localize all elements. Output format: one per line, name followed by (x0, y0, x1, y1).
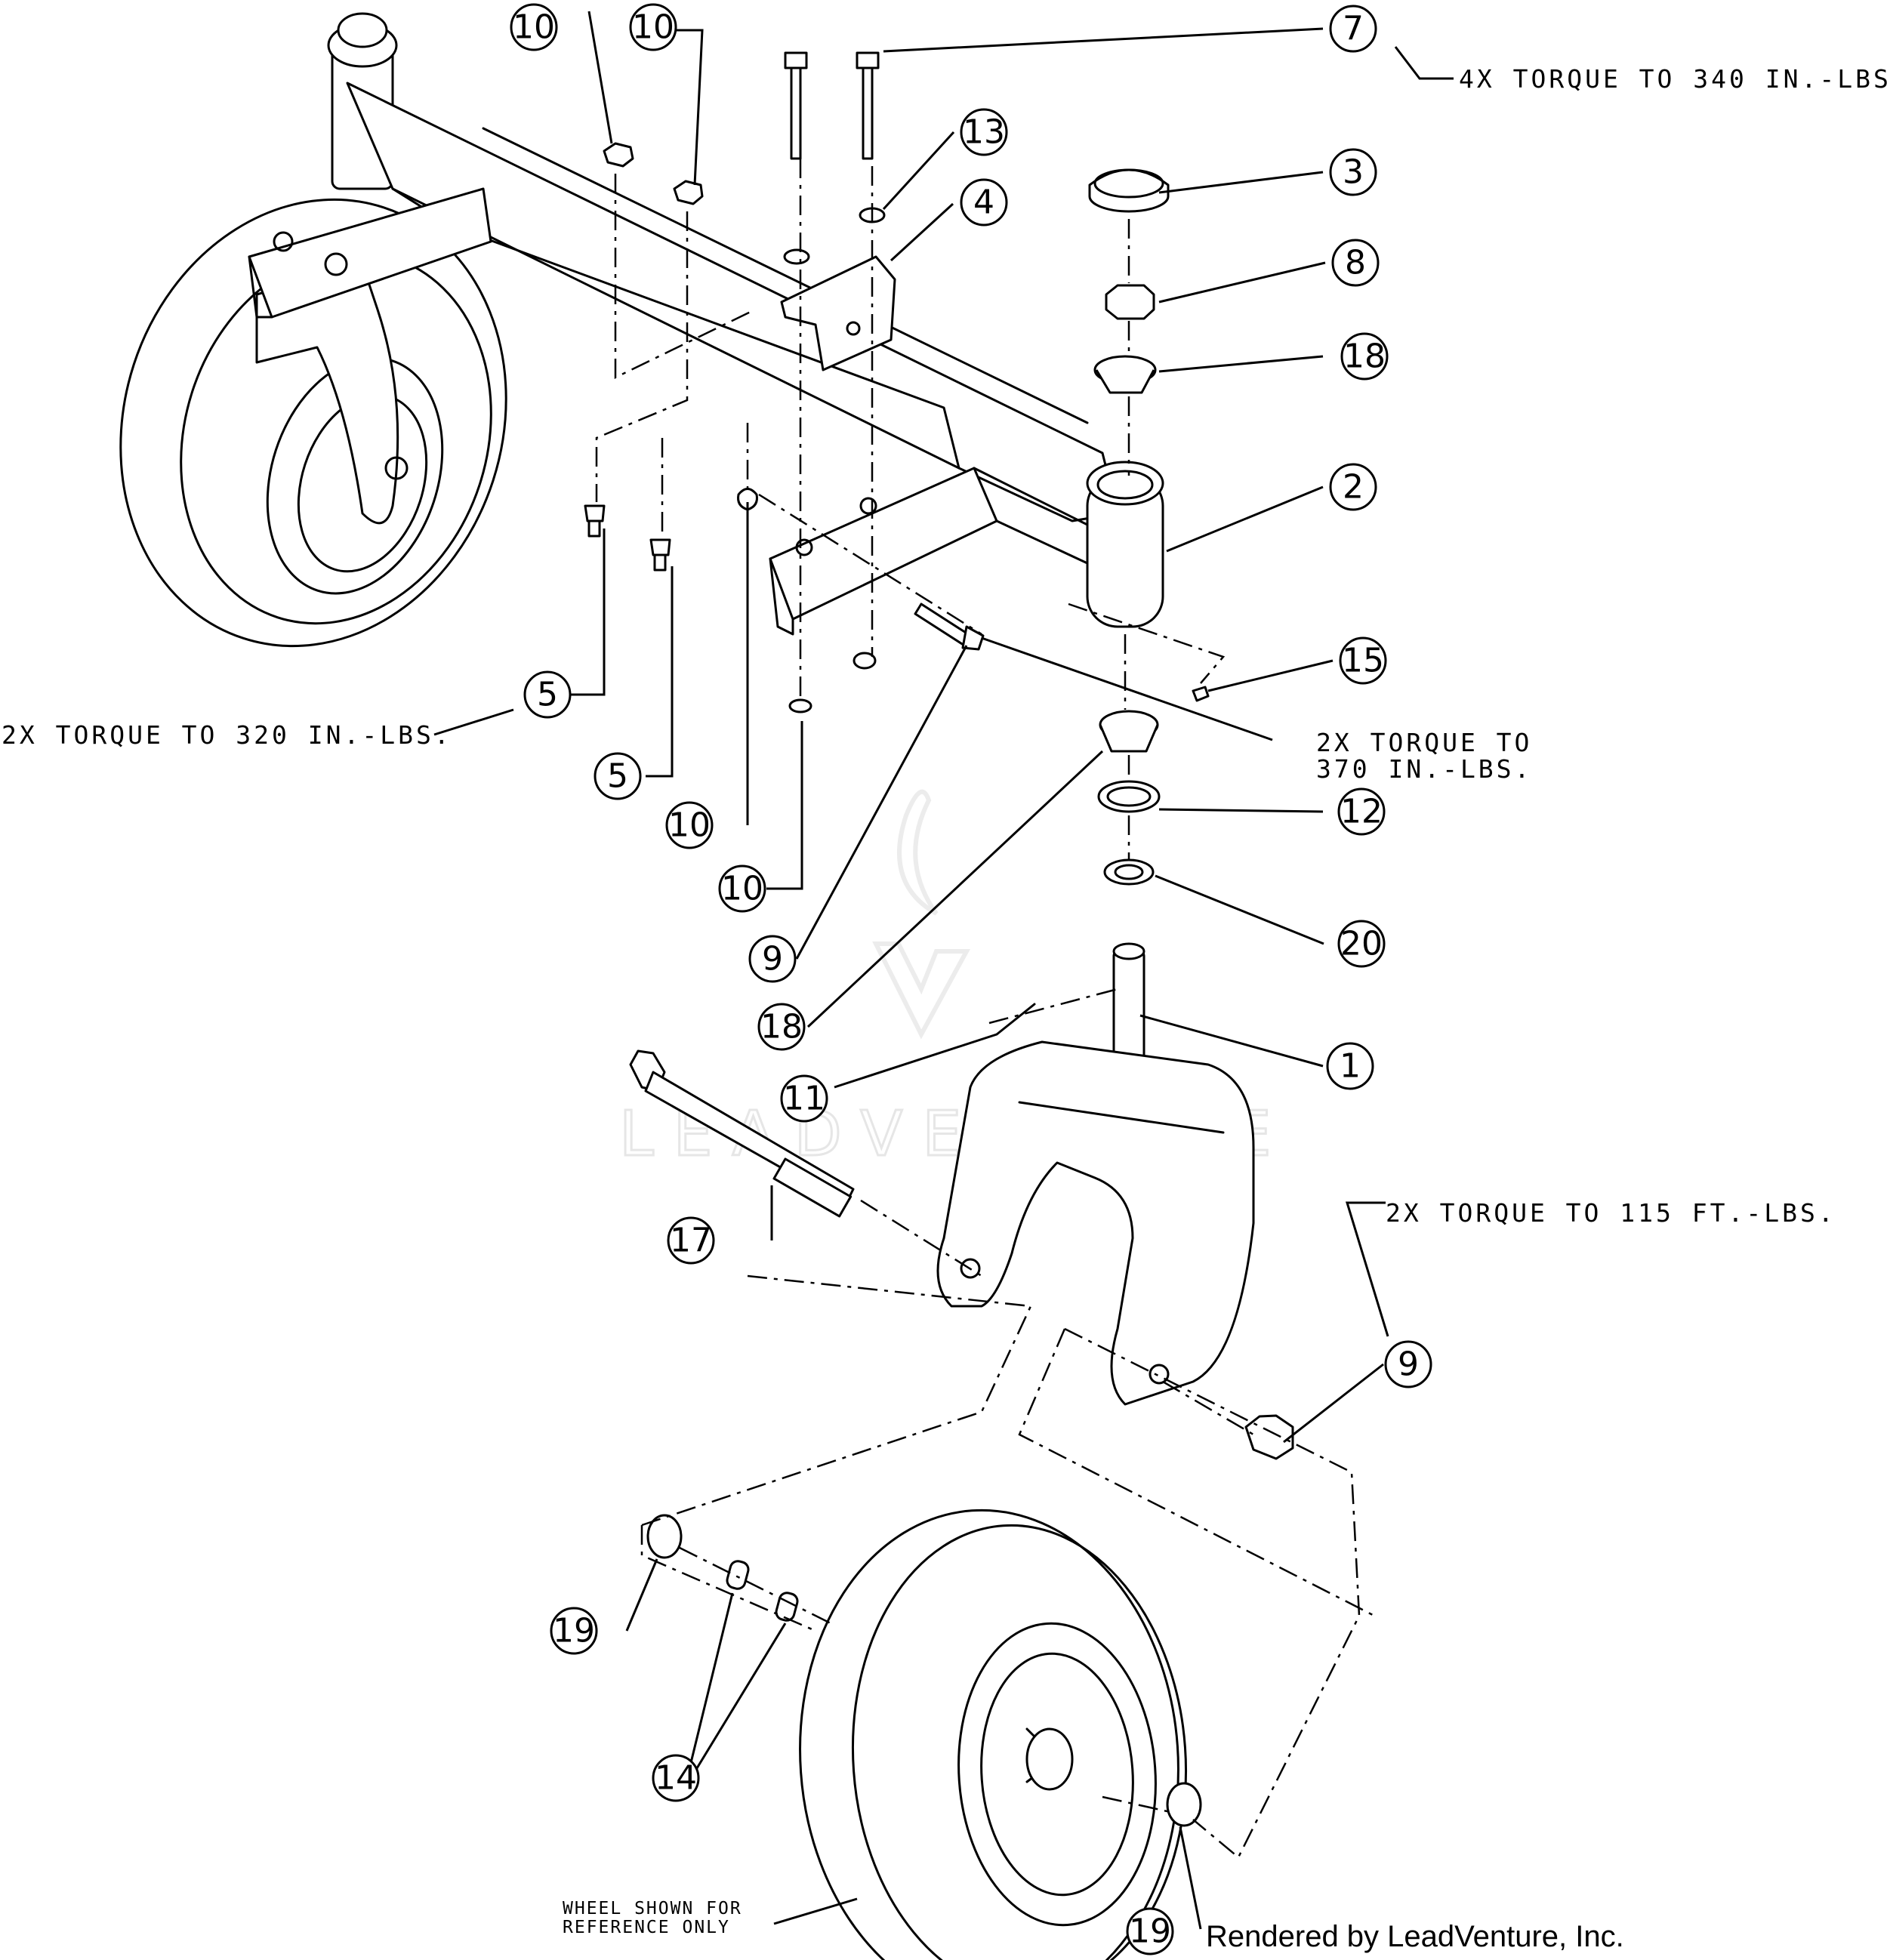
note-torque-9: 2X TORQUE TO 115 FT.-LBS. (1386, 1198, 1836, 1228)
callout-20: 20 (1337, 920, 1386, 968)
caster-frame-assembly (119, 12, 1164, 648)
svg-text:15: 15 (1342, 642, 1384, 680)
svg-text:5: 5 (537, 676, 558, 714)
hardware (584, 51, 1210, 713)
svg-text:8: 8 (1345, 244, 1366, 282)
svg-text:11: 11 (783, 1080, 825, 1118)
callout-18-top: 18 (1340, 332, 1389, 381)
callout-6: 7 (1329, 5, 1377, 53)
callout-17: 17 (667, 1216, 715, 1265)
svg-text:17: 17 (670, 1222, 712, 1260)
leader-lines (433, 11, 1454, 1930)
callout-5-left: 5 (523, 670, 572, 719)
callout-8: 8 (1331, 239, 1380, 287)
rendered-by-credit: Rendered by LeadVenture, Inc. (1206, 1920, 1624, 1953)
svg-text:18: 18 (760, 1008, 803, 1046)
svg-text:3: 3 (1343, 153, 1364, 192)
callout-13: 13 (960, 108, 1008, 156)
svg-text:10: 10 (668, 806, 711, 845)
note-torque-7-line2: 370 IN.-LBS. (1316, 754, 1532, 784)
svg-text:14: 14 (655, 1759, 697, 1798)
callout-9: 9 (1384, 1340, 1432, 1388)
callout-1: 1 (1326, 1042, 1374, 1090)
callout-7: 9 (748, 935, 797, 983)
svg-text:2: 2 (1343, 468, 1364, 507)
svg-text:4: 4 (973, 183, 994, 222)
bearing-stack (936, 168, 1294, 1460)
svg-text:20: 20 (1340, 925, 1383, 963)
callout-14: 14 (652, 1754, 700, 1802)
note-torque-5: 2X TORQUE TO 320 IN.-LBS. (2, 720, 452, 750)
svg-text:18: 18 (1343, 337, 1386, 376)
reference-wheel (646, 1509, 1202, 1960)
callout-11: 11 (780, 1074, 828, 1123)
axle-bolt (629, 1049, 855, 1218)
svg-text:10: 10 (721, 870, 763, 908)
callout-3: 3 (1329, 148, 1377, 196)
callout-4: 4 (960, 178, 1008, 227)
svg-text:19: 19 (1129, 1912, 1171, 1951)
callout-12: 12 (1337, 787, 1386, 836)
svg-text:9: 9 (762, 940, 783, 978)
svg-text:9: 9 (1398, 1345, 1419, 1384)
svg-text:13: 13 (963, 113, 1005, 152)
svg-text:10: 10 (513, 8, 555, 47)
assembly-lines (595, 159, 1375, 1859)
callout-5-right: 5 (594, 752, 642, 800)
svg-text:10: 10 (632, 8, 674, 47)
svg-text:5: 5 (607, 757, 628, 796)
note-wheel-line2: REFERENCE ONLY (563, 1918, 730, 1937)
svg-text:12: 12 (1340, 793, 1383, 831)
svg-text:7: 7 (1343, 10, 1364, 48)
callout-19-bottom: 19 (1126, 1907, 1174, 1955)
callout-19-left: 19 (550, 1607, 598, 1655)
svg-text:1: 1 (1340, 1047, 1361, 1086)
svg-text:19: 19 (553, 1612, 595, 1650)
note-torque-6: 4X TORQUE TO 340 IN.-LBS. (1459, 64, 1887, 94)
callout-2: 2 (1329, 463, 1377, 511)
callout-10-top-left: 10 (510, 3, 558, 51)
callout-10-mid: 10 (665, 801, 714, 849)
callout-10-low: 10 (718, 864, 766, 913)
note-torque-7-line1: 2X TORQUE TO (1316, 728, 1532, 757)
callout-18-lower: 18 (757, 1003, 806, 1051)
note-wheel-line1: WHEEL SHOWN FOR (563, 1899, 742, 1918)
callout-15: 15 (1339, 636, 1387, 685)
callout-10-top-right: 10 (629, 3, 677, 51)
